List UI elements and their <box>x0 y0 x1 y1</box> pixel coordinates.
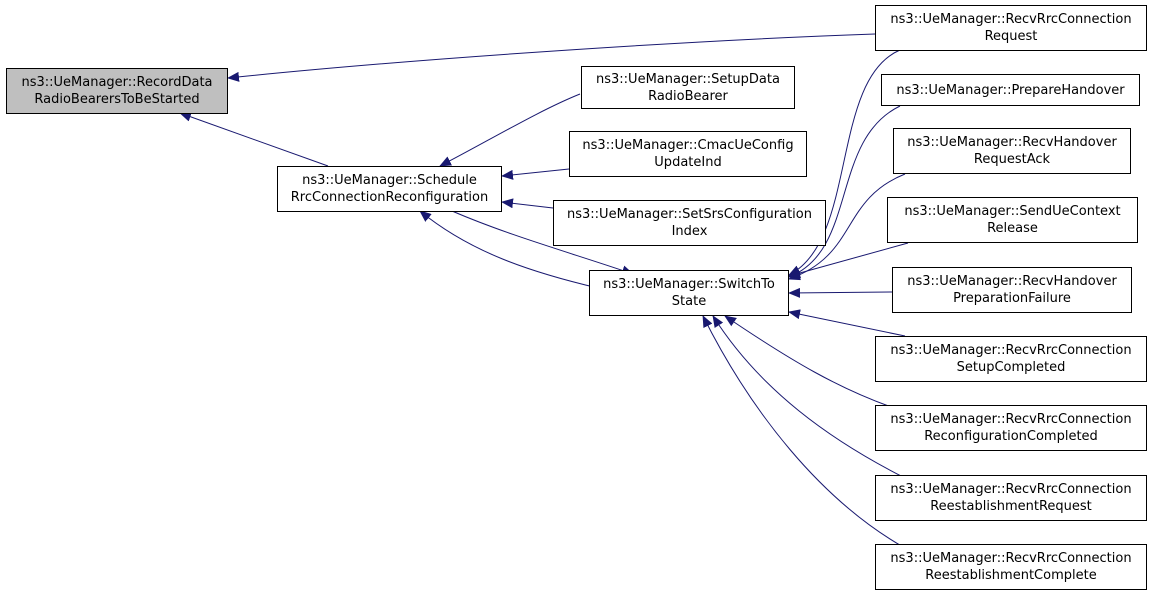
node-label-line: RrcConnectionReconfiguration <box>290 190 489 205</box>
edge-setupdata-to-schedule <box>439 93 581 167</box>
node-label-line: Index <box>671 224 708 239</box>
node-label-line: ns3::UeManager::PrepareHandover <box>896 82 1125 98</box>
node-label-line: Request <box>984 29 1038 44</box>
edge-preparehandover-to-switchto <box>788 105 901 278</box>
edge-reestrequest-to-switchto <box>712 315 906 479</box>
node-label-line: ns3::UeManager::RecordData <box>21 75 213 90</box>
node-label-line: RadioBearer <box>648 88 728 104</box>
node-label-line: PreparationFailure <box>953 291 1071 306</box>
node-label-line: ns3::UeManager::SendUeContext <box>904 204 1121 219</box>
edge-setsrs-to-schedule <box>501 198 554 209</box>
node-label-line: ns3::UeManager::RecvRrcConnection <box>890 551 1132 566</box>
node-label-line: ReestablishmentComplete <box>925 568 1097 583</box>
node-label-line: ns3::UeManager::SetSrsConfiguration <box>567 207 812 222</box>
node-label-line: ns3::UeManager::RecvHandover <box>907 274 1117 289</box>
edge-reconfcompleted-to-switchto <box>724 315 901 411</box>
node-label-line: SetupCompleted <box>956 360 1066 375</box>
edge-setupcompleted-to-switchto <box>788 309 906 337</box>
node-label-line: ReestablishmentRequest <box>930 499 1092 514</box>
node-label-line: Release <box>987 221 1038 236</box>
node-label-line: ns3::UeManager::RecvRrcConnection <box>890 412 1132 427</box>
edge-recvrequest-to-record <box>227 33 876 82</box>
node-label-line: RadioBearersToBeStarted <box>34 92 200 107</box>
edge-sendcontext-to-switchto <box>788 242 909 278</box>
node-label-line: ns3::UeManager::RecvRrcConnection <box>890 343 1132 358</box>
node-label-line: ReconfigurationCompleted <box>924 429 1098 444</box>
node-preparehandover[interactable]: ns3::UeManager::PrepareHandover <box>881 74 1140 106</box>
node-label-line: RequestAck <box>973 152 1051 167</box>
node-label-line: ns3::UeManager::SwitchTo <box>603 277 775 292</box>
node-label-line: ns3::UeManager::RecvHandover <box>907 135 1117 150</box>
edge-recvrequest-to-switchto <box>788 49 901 276</box>
edge-switchto-to-schedule <box>419 210 599 289</box>
edge-reestcomplete-to-switchto <box>702 315 906 549</box>
edge-schedule-to-record <box>179 112 329 167</box>
edge-prepfailure-to-switchto <box>788 287 893 298</box>
node-label-line: ns3::UeManager::RecvRrcConnection <box>890 12 1132 27</box>
edge-schedule-to-switchto <box>451 210 634 276</box>
node-label-line: State <box>671 294 707 309</box>
node-label-line: ns3::UeManager::SetupData <box>596 71 780 87</box>
node-label-line: ns3::UeManager::RecvRrcConnection <box>890 482 1132 497</box>
node-label-line: ns3::UeManager::Schedule <box>302 173 477 188</box>
edge-handoverack-to-switchto <box>788 173 906 281</box>
edge-cmac-to-schedule <box>501 168 570 180</box>
node-label-line: UpdateInd <box>654 155 722 170</box>
node-label-line: ns3::UeManager::CmacUeConfig <box>582 138 794 153</box>
